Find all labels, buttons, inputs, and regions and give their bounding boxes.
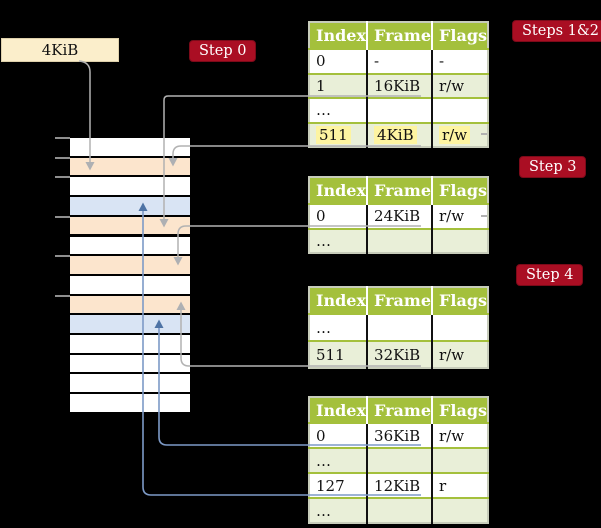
table-cell: 1	[309, 72, 368, 98]
table-cell: …	[309, 497, 368, 523]
table-cell	[431, 497, 489, 523]
stack-row-14	[70, 394, 190, 412]
column-header-frame: Frame	[366, 287, 433, 314]
highlighted-value: 4KiB	[374, 125, 417, 144]
table-row: …	[309, 447, 489, 473]
stack-row-11	[70, 335, 190, 353]
step3-label: Step 3	[519, 156, 587, 178]
table-cell: r/w	[431, 340, 489, 368]
column-header-index: Index	[309, 397, 368, 423]
table-cell: r/w	[431, 203, 489, 229]
table-cell: r/w	[431, 121, 489, 147]
connector-table1-row511-to-stack	[168, 145, 421, 167]
page-size-box: 4KiB	[1, 38, 119, 62]
column-header-flags: Flags	[431, 22, 489, 49]
table-cell: 36KiB	[366, 422, 433, 448]
table-cell: 511	[309, 121, 368, 147]
table-cell	[431, 447, 489, 473]
table-cell: 12KiB	[366, 472, 433, 498]
column-header-index: Index	[309, 22, 368, 49]
table-cell: r/w	[431, 72, 489, 98]
table-cell: -	[366, 48, 433, 74]
stack-tick	[55, 215, 70, 218]
table-cell: 24KiB	[366, 203, 433, 229]
stack-row-8	[70, 275, 190, 294]
page-size-label: 4KiB	[41, 41, 79, 59]
table-cell: 4KiB	[366, 121, 433, 147]
table-cell: 0	[309, 48, 368, 74]
step4-label: Step 4	[516, 264, 584, 286]
column-header-frame: Frame	[366, 397, 433, 423]
stack-tick	[55, 255, 70, 258]
stack-tick	[55, 176, 70, 179]
table-cell: 16KiB	[366, 72, 433, 98]
table-cell: -	[431, 48, 489, 74]
table-cell: 127	[309, 472, 368, 498]
table-cell	[431, 313, 489, 341]
column-header-flags: Flags	[431, 287, 489, 314]
table-cell: …	[309, 447, 368, 473]
steps-1-2-label: Steps 1&2	[512, 20, 601, 42]
column-header-frame: Frame	[366, 177, 433, 204]
column-header-frame: Frame	[366, 22, 433, 49]
table-row: 511 4KiB r/w	[309, 121, 489, 147]
table-cell: 32KiB	[366, 340, 433, 368]
table-row: …	[309, 313, 489, 341]
table-cell	[366, 447, 433, 473]
stack-row-5	[70, 216, 190, 235]
stack-row-9	[70, 295, 190, 314]
stack-tick	[55, 137, 70, 139]
column-header-flags: Flags	[431, 397, 489, 423]
stack-tick	[55, 294, 70, 297]
table-row: 0--	[309, 48, 489, 74]
table-cell	[366, 97, 433, 123]
column-header-flags: Flags	[431, 177, 489, 204]
stack-row-12	[70, 354, 190, 373]
table-cell	[366, 313, 433, 341]
highlighted-value: r/w	[439, 125, 471, 144]
step0-label: Step 0	[189, 40, 257, 62]
table-cell: r/w	[431, 422, 489, 448]
table-cell: 0	[309, 422, 368, 448]
stack-tick	[55, 156, 70, 159]
table-cell: …	[309, 313, 368, 341]
table-cell	[366, 497, 433, 523]
stack-row-13	[70, 374, 190, 393]
stack-row-7	[70, 256, 190, 274]
highlighted-value: 511	[316, 125, 351, 144]
column-header-index: Index	[309, 177, 368, 204]
table-row: …	[309, 227, 489, 253]
table-cell	[366, 227, 433, 253]
stack-row-6	[70, 236, 190, 255]
table-cell	[431, 97, 489, 123]
table-cell: …	[309, 227, 368, 253]
stack-row-4	[70, 197, 190, 215]
table-row: …	[309, 97, 489, 123]
column-header-index: Index	[309, 287, 368, 314]
stack-row-2	[70, 157, 190, 176]
stack-row-1	[70, 138, 190, 156]
table-cell: …	[309, 97, 368, 123]
table-cell	[431, 227, 489, 253]
stack-row-3	[70, 177, 190, 196]
stack-row-10	[70, 315, 190, 333]
table-cell: r	[431, 472, 489, 498]
table-cell: 0	[309, 203, 368, 229]
table-cell: 511	[309, 340, 368, 368]
table-row: …	[309, 497, 489, 523]
